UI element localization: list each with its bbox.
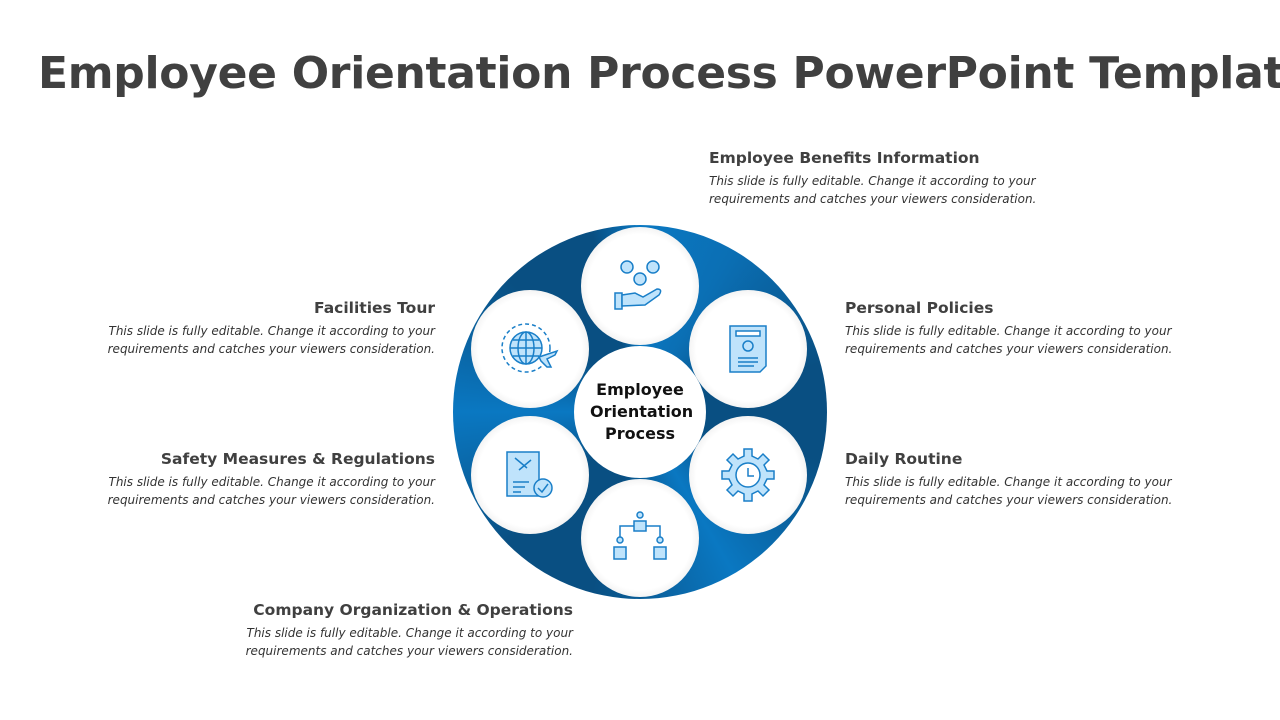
item-text: This slide is fully editable. Change it … bbox=[107, 475, 435, 507]
item-text: This slide is fully editable. Change it … bbox=[107, 324, 435, 356]
item-benefits: Employee Benefits Information This slide… bbox=[709, 149, 1039, 208]
item-facilities: Facilities Tour This slide is fully edit… bbox=[105, 299, 435, 358]
item-text: This slide is fully editable. Change it … bbox=[845, 475, 1173, 507]
item-title: Personal Policies bbox=[845, 299, 994, 317]
facilities-circle bbox=[471, 290, 589, 408]
item-policies: Personal Policies This slide is fully ed… bbox=[845, 299, 1175, 358]
safety-circle bbox=[471, 416, 589, 534]
item-safety: Safety Measures & Regulations This slide… bbox=[105, 450, 435, 509]
item-organization: Company Organization & Operations This s… bbox=[243, 601, 573, 660]
globe-plane-icon bbox=[501, 323, 559, 373]
item-text: This slide is fully editable. Change it … bbox=[845, 324, 1173, 356]
item-text: This slide is fully editable. Change it … bbox=[709, 174, 1037, 206]
benefits-hand-icon bbox=[614, 260, 662, 310]
item-daily-routine: Daily Routine This slide is fully editab… bbox=[845, 450, 1175, 509]
center-label: Employee Orientation Process bbox=[590, 380, 694, 443]
item-text: This slide is fully editable. Change it … bbox=[245, 626, 573, 658]
item-title: Safety Measures & Regulations bbox=[160, 450, 435, 468]
item-title: Facilities Tour bbox=[314, 299, 435, 317]
page-title: Employee Orientation Process PowerPoint … bbox=[38, 48, 1280, 99]
benefits-circle bbox=[581, 227, 699, 345]
organization-circle bbox=[581, 479, 699, 597]
daily-routine-circle bbox=[689, 416, 807, 534]
regulations-gavel-icon bbox=[506, 451, 553, 498]
policy-document-icon bbox=[729, 325, 767, 373]
gear-clock-icon bbox=[721, 448, 775, 502]
policies-circle bbox=[689, 290, 807, 408]
org-chart-icon bbox=[613, 511, 667, 560]
center-circle: Employee Orientation Process bbox=[574, 346, 706, 478]
item-title: Daily Routine bbox=[845, 450, 963, 468]
item-title: Employee Benefits Information bbox=[709, 149, 980, 167]
item-title: Company Organization & Operations bbox=[253, 601, 573, 619]
